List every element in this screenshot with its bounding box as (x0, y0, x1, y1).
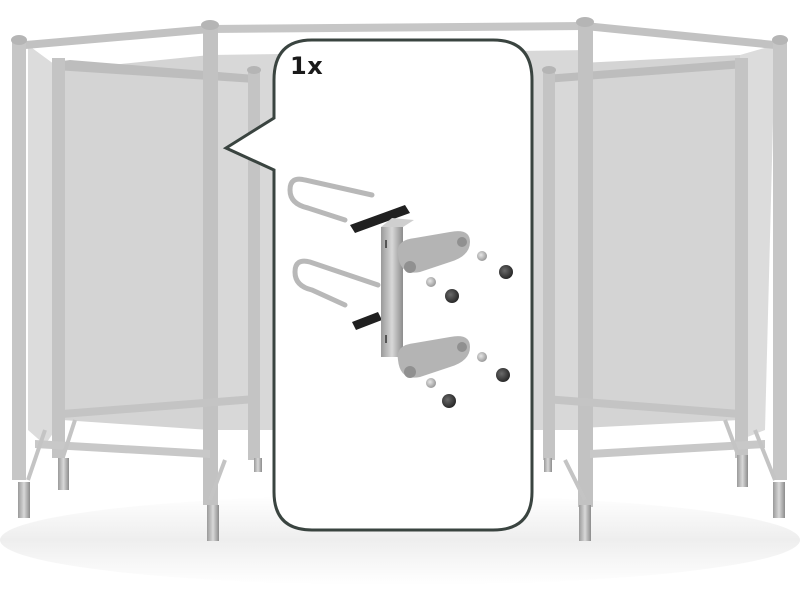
nut-icon (426, 277, 436, 287)
pole-bracket-icon (381, 227, 403, 357)
u-bolt-icon (287, 176, 375, 223)
pipe-clamp-icon (397, 336, 470, 378)
cap-nut-icon (445, 289, 459, 303)
slotted-plate-icon (352, 312, 382, 330)
nut-icon (426, 378, 436, 388)
cap-nut-icon (499, 265, 513, 279)
slotted-plate-icon (350, 205, 410, 233)
hardware-kit (287, 176, 513, 408)
nut-icon (477, 251, 487, 261)
nut-icon (477, 352, 487, 362)
quantity-label: 1x (290, 52, 324, 80)
ground-shadow (0, 495, 800, 585)
cap-nut-icon (496, 368, 510, 382)
cap-nut-icon (442, 394, 456, 408)
pipe-clamp-icon (397, 231, 470, 273)
u-bolt-icon (292, 258, 381, 308)
